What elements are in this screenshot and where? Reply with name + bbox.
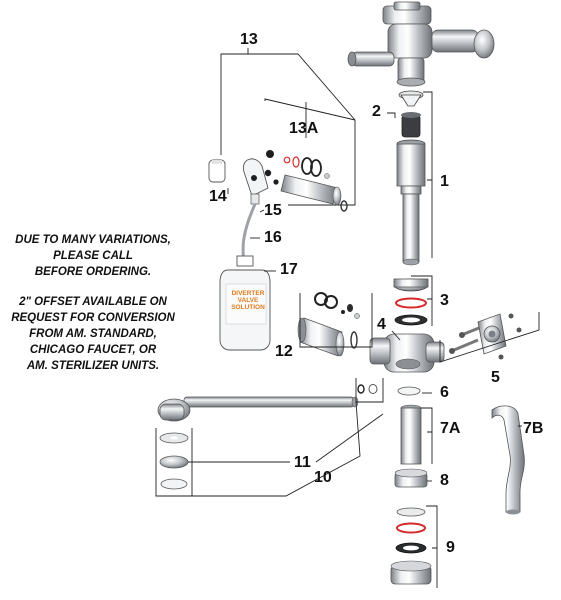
callout-11: 11 [294,454,311,471]
callout-12: 12 [275,343,293,360]
callout-10: 10 [314,469,332,486]
note-variations: DUE TO MANY VARIATIONS, PLEASE CALL BEFO… [4,232,182,280]
vacuum-breaker [398,90,424,138]
flushometer-valve [347,1,495,87]
note-offset-line-5: AM. STERILIZER UNITS. [26,360,160,372]
callout-15: 15 [264,202,282,219]
spud-coupling-assembly [393,278,429,326]
bottle-label-line-1: DIVERTER [231,290,265,297]
callout-2: 2 [372,103,381,120]
washer-part-6 [397,386,421,396]
part-12-bracket [299,293,373,348]
part-13a-bracket [264,98,356,121]
callout-3: 3 [440,292,449,309]
note-offset-line-2: REQUEST FOR CONVERSION [11,312,175,324]
callout-13a: 13A [289,120,319,137]
solution-bottle-part-17 [219,255,271,351]
slip-nut-part-8 [394,468,428,488]
callout-7b: 7B [523,420,544,437]
bottle-label: DIVERTER VALVE SOLUTION [229,290,267,311]
offset-tube-7b-end [506,509,520,515]
callout-14: 14 [209,188,227,205]
spud-assembly-part-9 [390,507,432,585]
long-tube-part-10 [157,396,359,422]
note-variations-line-1: DUE TO MANY VARIATIONS, [15,234,171,246]
tubing-part-16 [241,203,257,265]
callout-16: 16 [264,229,282,246]
note-variations-line-3: BEFORE ORDERING. [34,266,152,278]
callout-1: 1 [440,173,449,190]
dispenser-head-part-15 [242,158,269,205]
washer-part-11 [368,384,378,394]
callout-4: 4 [377,316,386,333]
note-offset-line-4: CHICAGO FAUCET, OR [29,344,157,356]
note-offset-line-3: FROM AM. STANDARD, [29,328,157,340]
outlet-tube-7a [400,404,422,465]
callout-7a: 7A [440,420,461,437]
callout-6: 6 [440,384,449,401]
diverter-tee-body [369,333,445,373]
bottle-label-line-2: VALVE [237,297,259,304]
part-5-bracket [439,312,540,363]
cap-part-14 [208,159,226,183]
wall-flange-part-5 [449,313,522,360]
callout-5: 5 [491,369,500,386]
callout-13: 13 [240,31,258,48]
bumper-parts-stack [159,432,189,490]
note-offset: 2" OFFSET AVAILABLE ON REQUEST FOR CONVE… [4,294,182,374]
callout-8: 8 [440,472,449,489]
note-offset-line-1: 2" OFFSET AVAILABLE ON [19,296,167,308]
leader-lines [188,91,522,588]
callout-9: 9 [446,539,455,556]
cartridge-assembly-13a [264,150,348,212]
bottle-label-line-3: SOLUTION [231,304,265,311]
callout-17: 17 [280,261,298,278]
vacuum-breaker-tube [396,139,426,266]
o-ring-part-11 [357,384,365,394]
offset-tube-7b [491,405,525,513]
note-variations-line-2: PLEASE CALL [53,250,133,262]
part-11-bracket [355,378,384,403]
